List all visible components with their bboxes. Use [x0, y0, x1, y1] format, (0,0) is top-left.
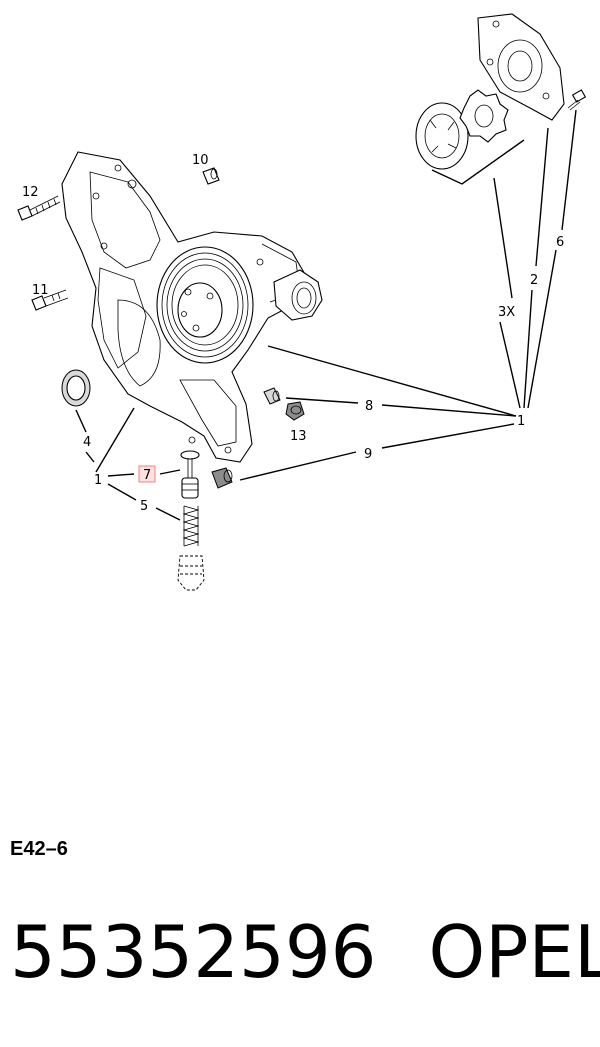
inner-rotor [459, 89, 509, 143]
callout-12: 12 [22, 185, 39, 200]
exploded-parts-diagram: 1 1 2 3X 4 5 6 7 8 9 10 11 12 13 [17, 13, 587, 591]
bolt-11 [31, 289, 69, 311]
plug-13 [285, 401, 305, 421]
bolt-12 [17, 195, 61, 221]
leader-lines [75, 109, 577, 521]
callout-1-main: 1 [517, 414, 525, 429]
callout-1-left: 1 [94, 473, 102, 488]
callout-labels: 1 1 2 3X 4 5 6 7 8 9 10 11 12 13 [22, 153, 564, 514]
callout-6: 6 [556, 235, 564, 250]
relief-valve-plug-hidden [177, 555, 205, 591]
callout-13: 13 [290, 429, 307, 444]
dowel-sleeve [202, 167, 220, 185]
relief-valve-spring [182, 505, 200, 547]
callout-10: 10 [192, 153, 209, 168]
brand-name: OPEL [428, 910, 600, 994]
crankshaft-seal [61, 369, 91, 407]
callout-2: 2 [530, 273, 538, 288]
relief-valve-piston [180, 450, 200, 499]
callout-5: 5 [140, 499, 148, 514]
callout-7: 7 [143, 468, 151, 483]
plug-9 [211, 467, 233, 489]
callout-4: 4 [83, 435, 91, 450]
plug-8 [263, 387, 281, 405]
callout-9: 9 [364, 447, 372, 462]
selected-callout-box [138, 465, 156, 483]
callout-11: 11 [32, 283, 49, 298]
cover-screw [567, 89, 587, 111]
part-number: 55352596 [10, 910, 377, 994]
diagram-code: E42–6 [10, 838, 68, 860]
oil-pump-cover-plate [477, 13, 565, 121]
outer-rotor [415, 102, 469, 170]
coolant-outlet [273, 269, 323, 321]
water-pump-pulley [156, 246, 254, 364]
callout-8: 8 [365, 399, 373, 414]
callout-3x: 3X [498, 305, 515, 320]
